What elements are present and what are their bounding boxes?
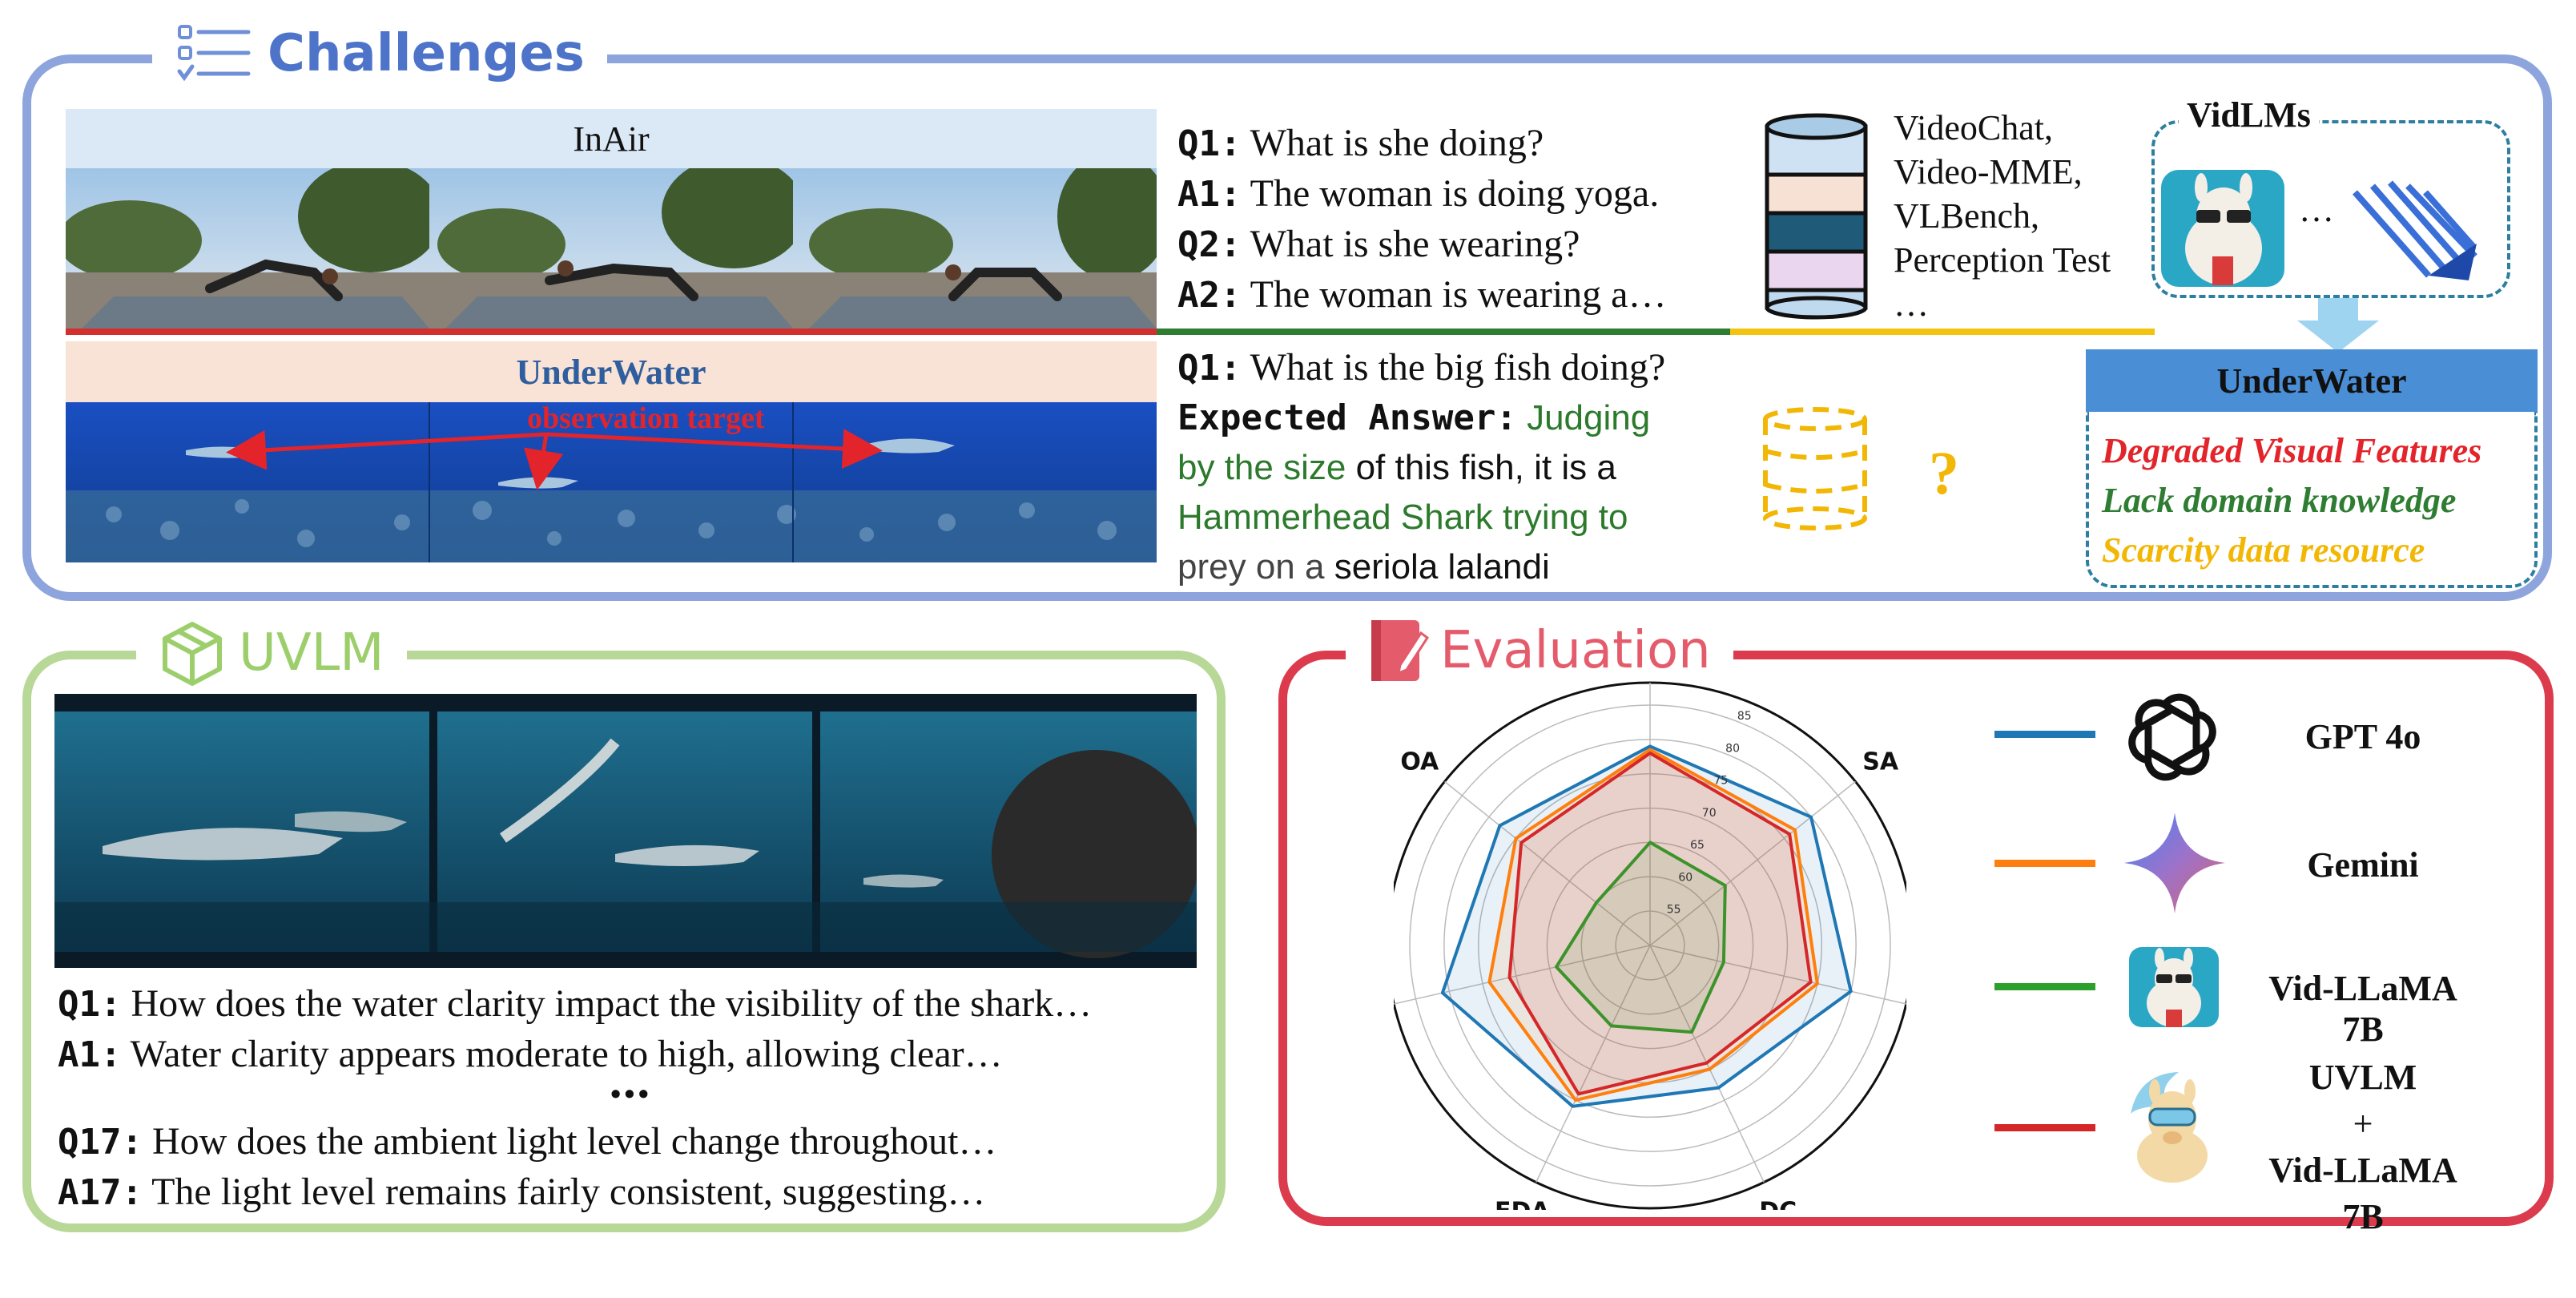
inair-qa: Q1: What is she doing? A1: The woman is … xyxy=(1177,119,1666,320)
inair-frames xyxy=(66,168,1157,329)
underwater-question: Q1: What is the big fish doing? xyxy=(1177,346,1666,389)
radar-series-polygon xyxy=(1487,748,1819,1102)
radar-series xyxy=(1440,744,1853,1108)
radar-spoke xyxy=(1536,945,1651,1183)
dataset-item: VideoChat, xyxy=(1894,108,2053,147)
expected-answer-line-3: Hammerhead Shark trying to xyxy=(1177,498,1628,537)
aquarium-video-frames xyxy=(54,711,1197,958)
expected-answer-line-2: by the size of this fish, it is a xyxy=(1177,448,1616,487)
radar-axis-label: EDA xyxy=(1495,1198,1550,1210)
radar-labels: 55606570758085MCASAVPADCEDASBMOA xyxy=(1400,710,1899,1210)
legend-label-uvlm: UVLM + Vid-LLaMA 7B xyxy=(2268,1058,2457,1236)
legend-label-vidllama: Vid-LLaMA 7B xyxy=(2268,969,2457,1049)
underwater-frames xyxy=(66,402,1157,562)
observation-arrows xyxy=(226,429,883,490)
underwater-box-title: UnderWater xyxy=(2086,349,2538,412)
radar-spoke xyxy=(1444,780,1651,946)
radar-series-polygon xyxy=(1507,752,1813,1096)
issue-item: Degraded Visual Features xyxy=(2102,431,2482,470)
legend-line-uvlm xyxy=(1994,1124,2095,1131)
radar-axis-label: DC xyxy=(1759,1198,1797,1210)
vidlms-box xyxy=(2151,120,2510,298)
uvlm-qa-line: Q17: How does the ambient light level ch… xyxy=(58,1120,997,1163)
uvlm-panel xyxy=(22,651,1226,1232)
issues-box xyxy=(2086,412,2538,588)
uvlm-frames xyxy=(54,694,1197,968)
uvlm-llama-mascot-icon xyxy=(2131,1072,2208,1183)
inair-qa-line: Q1: What is she doing? xyxy=(1177,122,1544,164)
model-logo-icon xyxy=(2353,180,2477,280)
legend-line-vidllama xyxy=(1994,983,2095,990)
observation-target-label: observation target xyxy=(527,401,765,435)
radar-tick-label: 75 xyxy=(1713,775,1728,788)
uvlm-qa-line: A1: Water clarity appears moderate to hi… xyxy=(58,1033,1003,1075)
database-stack-icon xyxy=(1765,113,1868,320)
inair-qa-line: A2: The woman is wearing a… xyxy=(1177,273,1667,316)
radar-axis-label: SA xyxy=(1862,748,1899,776)
dataset-item: VLBench, xyxy=(1894,196,2040,236)
radar-axis-label: OA xyxy=(1400,748,1439,776)
cube-icon xyxy=(163,622,222,686)
legend-label-gpt4o: GPT 4o xyxy=(2304,717,2421,756)
challenges-panel xyxy=(22,54,2552,601)
radar-tick-label: 60 xyxy=(1678,871,1693,884)
question-mark: ? xyxy=(1929,440,1959,507)
radar-tick-label: 85 xyxy=(1737,710,1752,723)
legend-line-gemini xyxy=(1994,860,2095,867)
challenges-header: Challenges xyxy=(152,18,607,90)
evaluation-header: Evaluation xyxy=(1346,612,1733,689)
inair-label: InAir xyxy=(66,109,1157,168)
shark-video-frames xyxy=(66,402,1157,562)
uvlm-qa-top: Q1: How does the water clarity impact th… xyxy=(58,979,1092,1080)
separator-green xyxy=(1157,329,1730,335)
down-arrow-icon xyxy=(2297,298,2379,353)
gemini-star-icon xyxy=(2124,812,2225,913)
uvlm-title: UVLM xyxy=(239,623,384,683)
dataset-item: Video-MME, xyxy=(1894,152,2083,191)
radar-spoke xyxy=(1649,945,1906,1005)
radar-spoke xyxy=(1649,780,1856,946)
expected-answer-line-1: Expected Answer: Judging xyxy=(1177,397,1651,438)
notebook-pen-icon xyxy=(1371,620,1429,681)
underwater-qa: Q1: What is the big fish doing? Expected… xyxy=(1177,343,1665,592)
radar-series-polygon xyxy=(1440,744,1853,1108)
issue-item: Scarcity data resource xyxy=(2102,530,2425,570)
evaluation-panel xyxy=(1278,651,2554,1226)
underwater-label: UnderWater xyxy=(66,341,1157,402)
uvlm-qa-line: A17: The light level remains fairly cons… xyxy=(58,1171,986,1213)
empty-database-icon xyxy=(1763,407,1867,530)
openai-logo-icon xyxy=(2128,693,2216,781)
radar-tick-label: 55 xyxy=(1667,904,1681,917)
llama-avatar-icon xyxy=(2129,947,2219,1027)
expected-answer-line-4: prey on a seriola lalandi xyxy=(1177,547,1550,587)
dataset-item: … xyxy=(1894,284,1929,324)
legend-line-gpt4o xyxy=(1994,731,2095,738)
uvlm-qa-bottom: Q17: How does the ambient light level ch… xyxy=(58,1117,996,1218)
inair-qa-line: A1: The woman is doing yoga. xyxy=(1177,172,1660,215)
radar-chart: 55606570758085MCASAVPADCEDASBMOA xyxy=(1394,681,1906,1210)
uvlm-qa-line: Q1: How does the water clarity impact th… xyxy=(58,982,1093,1025)
checklist-icon xyxy=(177,25,251,82)
radar-tick-label: 70 xyxy=(1702,807,1717,820)
radar-tick-label: 65 xyxy=(1690,839,1705,852)
yoga-video-frames xyxy=(66,168,1157,329)
radar-series-polygon xyxy=(1555,840,1727,1034)
issue-item: Lack domain knowledge xyxy=(2102,481,2457,520)
uvlm-ellipsis: ••• xyxy=(610,1078,652,1111)
dataset-item: Perception Test xyxy=(1894,240,2111,280)
llama-avatar-icon xyxy=(2161,170,2284,287)
challenges-title: Challenges xyxy=(268,24,585,83)
issues-list: Degraded Visual Features Lack domain kno… xyxy=(2102,426,2481,575)
legend-label-gemini: Gemini xyxy=(2307,845,2419,885)
radar-tick-label: 80 xyxy=(1725,742,1740,755)
vidlms-label: VidLMs xyxy=(2179,95,2319,135)
dataset-list: VideoChat, Video-MME, VLBench, Perceptio… xyxy=(1894,106,2111,326)
separator-red xyxy=(66,329,1157,335)
uvlm-header: UVLM xyxy=(136,617,407,689)
radar-spoke xyxy=(1394,945,1651,1005)
vidlms-ellipsis: … xyxy=(2299,190,2334,229)
inair-qa-line: Q2: What is she wearing? xyxy=(1177,223,1580,265)
separator-yellow xyxy=(1730,329,2155,335)
evaluation-title: Evaluation xyxy=(1440,621,1711,680)
